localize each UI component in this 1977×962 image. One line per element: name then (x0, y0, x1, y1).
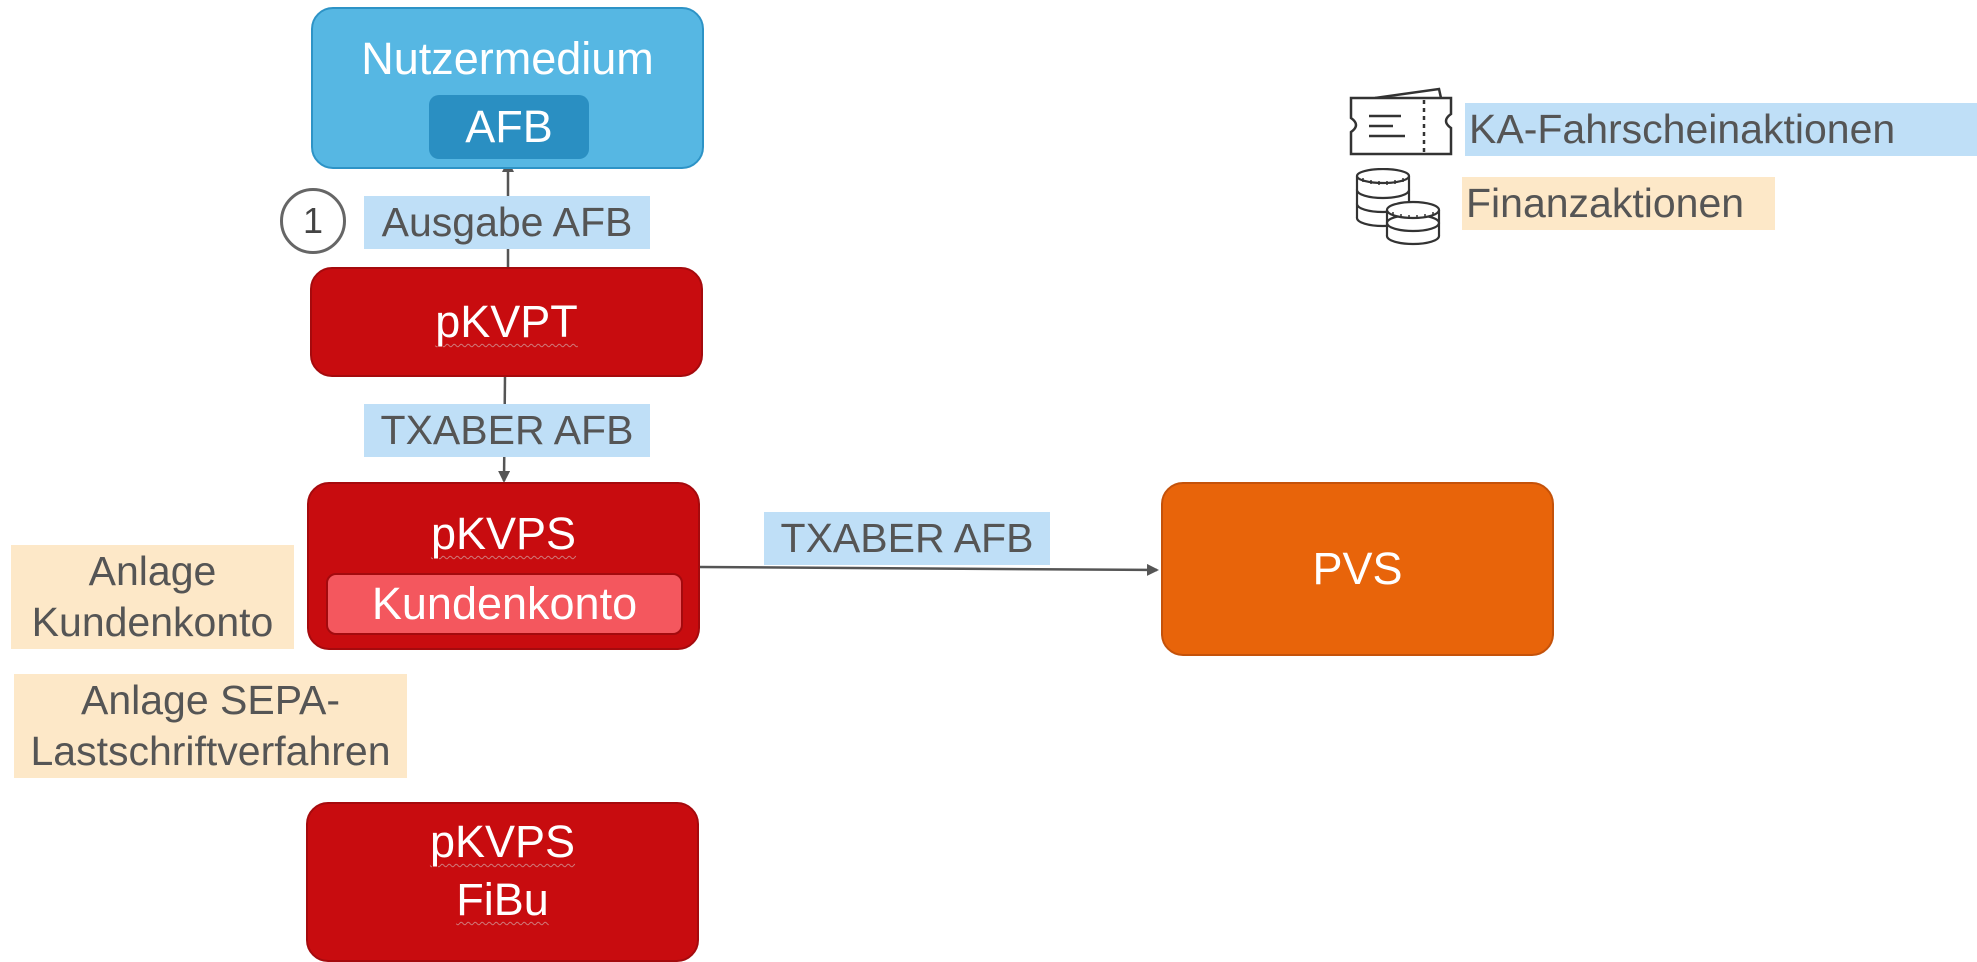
arrow-pkvps-to-pvs (699, 563, 1159, 576)
step-number-badge: 1 (280, 188, 346, 254)
anlage-kundenkonto-line1: Anlage (88, 547, 217, 594)
legend-finance-label: Finanzaktionen (1462, 177, 1775, 230)
ausgabe-afb-label: Ausgabe AFB (364, 196, 650, 249)
coins-icon (1355, 168, 1441, 246)
legend-ticket-label: KA-Fahrscheinaktionen (1465, 103, 1977, 156)
pkvps-fibu-line1: pKVPS (429, 816, 576, 867)
kundenkonto-inner-box: Kundenkonto (326, 573, 683, 635)
afb-inner-box: AFB (429, 95, 589, 159)
pvs-box[interactable]: PVS (1161, 482, 1554, 656)
txaber-afb-label-horizontal: TXABER AFB (764, 512, 1050, 565)
pkvpt-box[interactable]: pKVPT (310, 267, 703, 377)
pkvps-fibu-line2: FiBu (456, 873, 549, 925)
pkvpt-title: pKVPT (435, 296, 578, 348)
nutzermedium-box[interactable]: Nutzermedium (311, 7, 704, 169)
pvs-title: PVS (1312, 543, 1403, 595)
anlage-kundenkonto-line2: Kundenkonto (31, 599, 274, 645)
anlage-sepa-line2: Lastschriftverfahren (30, 728, 391, 774)
txaber-afb-label-vertical: TXABER AFB (364, 404, 650, 457)
anlage-kundenkonto-note: Anlage Kundenkonto (11, 545, 294, 649)
pkvps-fibu-box[interactable]: pKVPS FiBu (306, 802, 699, 962)
anlage-sepa-note: Anlage SEPA- Lastschriftverfahren (14, 674, 407, 778)
ticket-icon (1349, 87, 1453, 156)
anlage-sepa-line1: Anlage SEPA- (80, 676, 341, 723)
nutzermedium-title: Nutzermedium (361, 33, 654, 84)
pkvps-title: pKVPS (430, 508, 577, 559)
